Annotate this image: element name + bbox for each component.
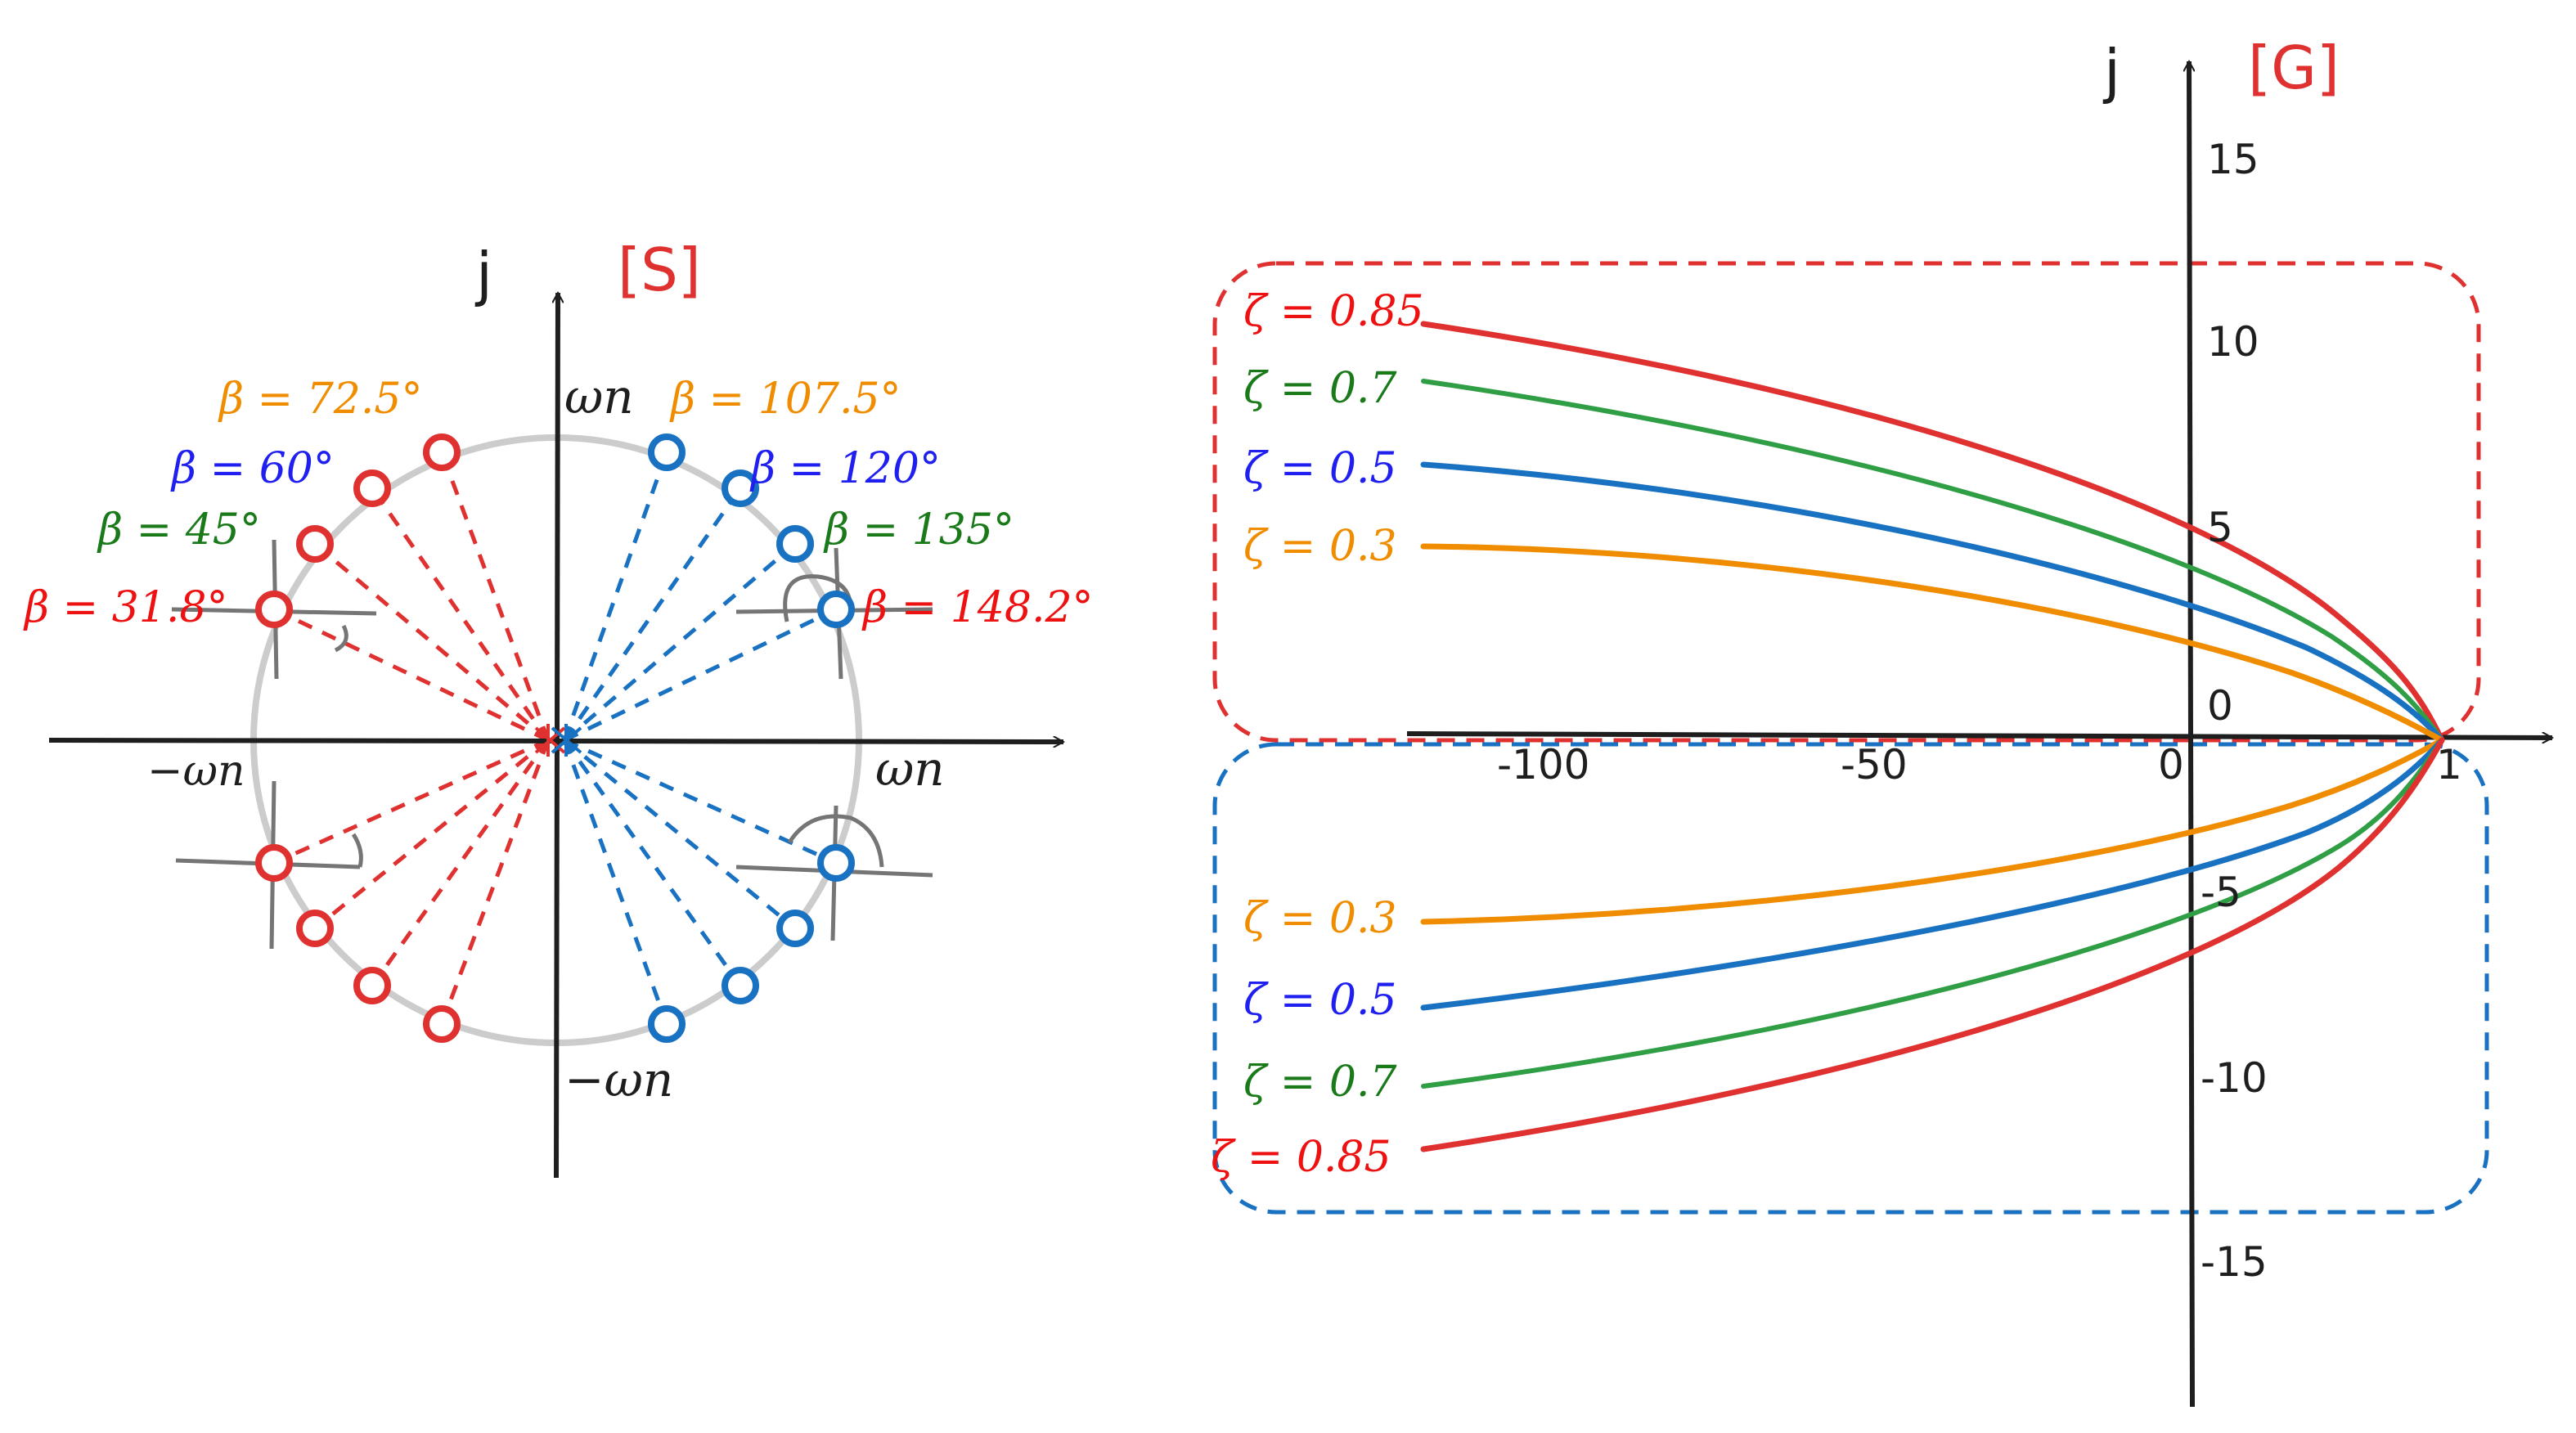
- origin-marker: [534, 724, 582, 757]
- x-tick-minus-100: -100: [1497, 741, 1589, 788]
- pole-marker: [255, 591, 293, 628]
- pole-marker: [296, 910, 334, 947]
- beta-label-31-8: β = 31.8°: [23, 583, 227, 632]
- s-plane-label: [S]: [618, 236, 701, 304]
- zeta-lower-0-3: ζ = 0.3: [1243, 894, 1397, 943]
- beta-label-60: β = 60°: [170, 444, 335, 493]
- pole-marker: [423, 433, 461, 471]
- curve-upper-zeta-0-7: [1421, 379, 2444, 743]
- y-tick-minus-10: -10: [2201, 1054, 2268, 1102]
- zeta-upper-0-85: ζ = 0.85: [1243, 287, 1424, 336]
- curve-upper-zeta-0-3: [1420, 543, 2445, 743]
- y-tick-10: 10: [2207, 318, 2259, 366]
- beta-label-148-2: β = 148.2°: [861, 583, 1094, 632]
- zeta-upper-0-7: ζ = 0.7: [1243, 364, 1397, 413]
- beta-label-45: β = 45°: [97, 505, 261, 555]
- pole-marker: [776, 525, 814, 563]
- curve-upper-zeta-0-85: [1420, 321, 2445, 743]
- y-tick-15: 15: [2207, 136, 2259, 183]
- g-plane-imaginary-label: j: [2102, 37, 2120, 106]
- y-tick-minus-15: -15: [2201, 1238, 2268, 1286]
- curve-lower-zeta-0-85: [1420, 737, 2445, 1152]
- upper-curves: [1420, 321, 2445, 743]
- x-tick-1: 1: [2436, 741, 2462, 788]
- pole-marker: [423, 1005, 461, 1043]
- g-plane-label: [G]: [2248, 34, 2340, 102]
- zeta-upper-0-5: ζ = 0.5: [1243, 444, 1397, 493]
- pole-marker: [255, 844, 293, 882]
- pole-marker: [776, 910, 814, 947]
- g-plane-real-axis: [1406, 731, 2552, 738]
- omega-n-right-label: ωn: [875, 741, 945, 797]
- pole-marker: [722, 967, 759, 1004]
- pole-marker: [817, 844, 855, 882]
- s-plane-red-poles: [255, 433, 461, 1043]
- omega-n-bottom-label: −ωn: [564, 1052, 673, 1107]
- curve-upper-zeta-0-5: [1420, 461, 2445, 743]
- y-tick-minus-5: -5: [2201, 869, 2241, 916]
- pole-marker: [722, 469, 759, 507]
- lower-region-box: [1212, 742, 2489, 1215]
- pole-marker: [817, 591, 855, 628]
- s-plane-imaginary-label: j: [474, 240, 492, 308]
- x-tick-minus-50: -50: [1841, 741, 1908, 788]
- s-plane-blue-poles: [648, 433, 855, 1043]
- g-plane-panel: -100 -50 0 1 15 10 5 0 -5 -10 -15 [G] j …: [1211, 34, 2552, 1408]
- pole-marker: [296, 525, 334, 563]
- g-plane-imaginary-axis: [2189, 61, 2192, 1408]
- pole-marker: [648, 433, 686, 471]
- x-tick-0: 0: [2158, 741, 2184, 788]
- omega-n-top-label: ωn: [564, 369, 634, 425]
- omega-n-left-label: −ωn: [147, 747, 245, 796]
- pole-marker: [353, 469, 391, 507]
- y-tick-5: 5: [2207, 504, 2233, 551]
- curve-lower-zeta-0-7: [1421, 738, 2444, 1089]
- zeta-lower-0-85: ζ = 0.85: [1211, 1133, 1391, 1182]
- zeta-lower-0-5: ζ = 0.5: [1243, 976, 1397, 1025]
- beta-label-72-5: β = 72.5°: [218, 375, 422, 424]
- curve-lower-zeta-0-3: [1420, 737, 2445, 925]
- pole-marker: [648, 1005, 686, 1043]
- zeta-upper-0-3: ζ = 0.3: [1243, 522, 1397, 571]
- zeta-lower-0-7: ζ = 0.7: [1243, 1058, 1397, 1107]
- pole-marker: [353, 967, 391, 1004]
- beta-label-120: β = 120°: [749, 444, 941, 493]
- beta-label-135: β = 135°: [823, 505, 1014, 555]
- lower-curves: [1420, 737, 2445, 1152]
- s-plane-panel: [S] j ωn −ωn ωn −ωn β = 72.5° β = 60° β …: [23, 236, 1094, 1179]
- y-tick-0: 0: [2207, 682, 2233, 730]
- beta-label-107-5: β = 107.5°: [669, 375, 901, 424]
- curve-lower-zeta-0-5: [1420, 737, 2445, 1011]
- upper-region-box: [1212, 261, 2481, 743]
- s-plane-red-rays: [272, 451, 551, 1025]
